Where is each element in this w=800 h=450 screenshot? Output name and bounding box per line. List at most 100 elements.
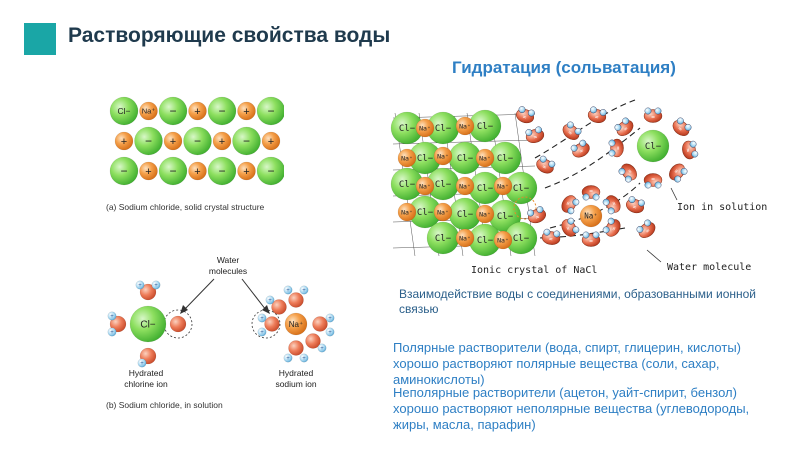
water-molecule: =: [643, 107, 663, 123]
svg-text:=: =: [626, 167, 634, 175]
sodium-ion: +: [163, 131, 183, 151]
sodium-ion: Na⁺: [284, 312, 308, 336]
crystal-sodium-ion: Na⁺: [455, 228, 475, 248]
svg-text:=: =: [632, 204, 638, 212]
crystal-sodium-ion: Na⁺: [415, 118, 435, 138]
svg-text:=: =: [594, 114, 600, 122]
crystal-sodium-ion: Na⁺: [433, 202, 453, 222]
svg-text:Cl−: Cl−: [417, 208, 434, 218]
svg-text:−: −: [267, 164, 274, 178]
svg-text:Na⁺: Na⁺: [437, 208, 449, 216]
svg-text:=: =: [615, 146, 622, 150]
vacancy-outline: [513, 196, 537, 220]
svg-text:+: +: [154, 283, 158, 289]
water-hydrogen: +: [325, 313, 335, 323]
water-molecule: =: [614, 117, 634, 136]
crystal-sodium-ion: Na⁺: [397, 202, 417, 222]
solution-sodium-ion: Na⁺: [579, 204, 603, 228]
water-molecule: =: [516, 106, 535, 124]
svg-text:−: −: [218, 164, 225, 178]
svg-text:+: +: [328, 316, 332, 322]
chlorine-ion: −: [232, 126, 261, 156]
sodium-ion: +: [188, 101, 207, 121]
svg-text:Na⁺: Na⁺: [437, 152, 449, 160]
water-hydrogen: +: [137, 358, 147, 368]
crystal-sodium-ion: Na⁺: [455, 176, 475, 196]
nonpolar-solvents-text: Неполярные растворители (ацетон, уайт-сп…: [393, 385, 750, 432]
dashed-water-highlight: [163, 309, 193, 339]
svg-text:Cl−: Cl−: [477, 236, 494, 246]
crystal-sodium-ion: Na⁺: [493, 176, 513, 196]
svg-text:+: +: [302, 356, 306, 362]
chlorine-ion: −: [158, 156, 188, 186]
sodium-ion: +: [188, 161, 207, 181]
hydrated-chlorine-label-line2: chlorine ion: [124, 379, 168, 389]
svg-text:+: +: [170, 136, 176, 148]
water-molecule: =: [608, 138, 624, 158]
svg-text:=: =: [522, 114, 528, 122]
nacl-dissolving-figure: Cl−Cl−Cl−Cl−Cl−Cl−Cl−Cl−Cl−Cl−Cl−Cl−Cl−C…: [390, 99, 767, 276]
nacl-in-solution-figure: Water molecules +++++Cl−++++++++++Na⁺ Hy…: [106, 255, 335, 410]
water-hydrogen: +: [107, 311, 117, 321]
svg-text:+: +: [219, 136, 225, 148]
svg-text:+: +: [268, 136, 274, 148]
svg-text:Na⁺: Na⁺: [459, 122, 471, 130]
water-molecule: =: [669, 163, 688, 183]
svg-text:+: +: [110, 330, 114, 336]
chlorine-ion: −: [158, 96, 188, 126]
svg-text:Cl−: Cl−: [477, 122, 494, 132]
svg-text:Na⁺: Na⁺: [497, 182, 509, 190]
chlorine-ion: Cl−: [129, 305, 167, 343]
svg-text:+: +: [302, 288, 306, 294]
crystal-sodium-ion: Na⁺: [475, 148, 495, 168]
svg-text:Na⁺: Na⁺: [497, 236, 509, 244]
svg-text:−: −: [169, 164, 176, 178]
svg-text:Cl−: Cl−: [457, 154, 474, 164]
svg-text:=: =: [651, 175, 655, 182]
water-oxygen: [139, 283, 157, 301]
water-oxygen: [312, 316, 328, 332]
water-hydrogen: +: [257, 327, 267, 337]
svg-text:=: =: [578, 147, 585, 155]
water-hydrogen: +: [107, 327, 117, 337]
svg-text:=: =: [541, 163, 548, 171]
water-hydrogen: +: [151, 280, 161, 290]
water-molecule: =: [643, 173, 663, 189]
chlorine-ion: −: [183, 126, 212, 156]
water-oxygen: [271, 299, 287, 315]
svg-text:+: +: [121, 136, 127, 148]
svg-text:+: +: [260, 316, 264, 322]
water-molecules-label-line2: molecules: [209, 266, 247, 276]
svg-text:+: +: [320, 346, 324, 352]
sodium-ion: +: [237, 101, 256, 121]
water-molecule: =: [581, 185, 601, 201]
hydrated-sodium-label-line2: sodium ion: [275, 379, 316, 389]
dissolution-arrow: [529, 227, 626, 239]
chlorine-ion: Cl−: [109, 96, 139, 126]
water-molecule: =: [682, 140, 699, 160]
svg-text:Cl−: Cl−: [645, 142, 662, 152]
chlorine-ion: −: [256, 96, 284, 126]
svg-text:=: =: [535, 213, 541, 221]
svg-text:Cl−: Cl−: [457, 210, 474, 220]
water-molecule: =: [561, 217, 580, 237]
water-hydrogen: +: [257, 313, 267, 323]
svg-text:=: =: [610, 225, 618, 232]
svg-text:Cl−: Cl−: [513, 184, 530, 194]
nacl-solid-crystal-figure: Cl−Na⁺−+−+−+−+−+−+−+−+−+− (a) Sodium chl…: [106, 96, 284, 212]
water-molecule: =: [525, 126, 545, 143]
water-molecule: =: [570, 139, 590, 158]
svg-text:=: =: [644, 227, 652, 235]
crystal-sodium-ion: Na⁺: [475, 204, 495, 224]
chlorine-ion: −: [134, 126, 163, 156]
svg-text:Cl−: Cl−: [435, 234, 452, 244]
svg-text:Na⁺: Na⁺: [479, 154, 491, 162]
svg-text:Cl−: Cl−: [435, 180, 452, 190]
svg-text:Cl−: Cl−: [497, 154, 514, 164]
ionic-interaction-caption: Взаимодействие воды с соединениями, обра…: [399, 287, 757, 316]
svg-text:Na⁺: Na⁺: [401, 154, 413, 162]
svg-text:−: −: [243, 134, 250, 148]
sodium-ion: +: [212, 131, 232, 151]
chlorine-ion: −: [207, 96, 237, 126]
polar-solvents-text: Полярные растворители (вода, спирт, глиц…: [393, 340, 742, 387]
